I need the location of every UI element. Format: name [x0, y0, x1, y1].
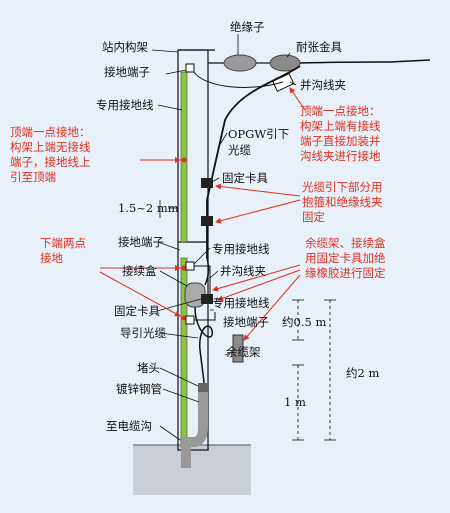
leader-spare-rack [224, 351, 234, 356]
mid-ground-jumper [194, 265, 211, 300]
ground-wire-upper [180, 71, 188, 243]
fixed-clamp-low [201, 294, 213, 304]
leader-lead-cable [159, 332, 199, 339]
label-ground-terminal-mid: 接地端子 [118, 235, 164, 249]
arrow-top-right [289, 87, 306, 111]
galvanized-pipe [180, 390, 208, 447]
label-parallel-clamp-mid: 并沟线夹 [220, 264, 266, 278]
label-opgw-down: OPGW引下 光缆 [228, 127, 290, 157]
label-lead-cable: 导引光缆 [120, 326, 166, 340]
note-top-single-ground-left: 顶端一点接地： 构架上端无接线 端子，接地线上 引至顶端 [10, 125, 91, 184]
note-top-single-ground-right: 顶端一点接地： 构架上端有接线 端子直接加装并 沟线夹进行接地 [300, 104, 381, 163]
leader-splice [159, 270, 188, 287]
label-dim-2: 约2 m [346, 366, 380, 380]
label-dim-1-5-2: 1.5~2 mm [118, 201, 179, 215]
low-ground-jumper [194, 312, 216, 321]
label-station-frame: 站内构架 [102, 40, 148, 54]
label-fixed-clamp-top: 固定卡具 [222, 171, 268, 185]
fixed-clamp-top [201, 178, 213, 188]
leader-tension [286, 52, 291, 58]
note-bottom-two-point: 下端两点 接地 [40, 236, 86, 265]
label-tension-fitting: 耐张金具 [296, 40, 342, 54]
note-spare-rack: 余缆架、接续盒 用固定卡具加绝 缘橡胶进行固定 [305, 236, 386, 280]
ground-block [133, 445, 251, 495]
label-galvanized-pipe: 镀锌钢管 [116, 382, 162, 396]
opgw-down-cable [206, 65, 301, 258]
label-spare-rack: 余缆架 [226, 345, 261, 359]
arrow-cable-down-2 [215, 199, 301, 224]
leader-station-frame [151, 49, 179, 53]
arrow-spare-3 [243, 274, 301, 341]
label-dedicated-ground-top: 专用接地线 [96, 98, 154, 112]
leader-trench [159, 425, 181, 441]
leader-fixed-clamp-low [156, 298, 202, 312]
top-ground-jumper [193, 71, 284, 88]
overhead-cable [299, 59, 431, 64]
insulator-body [223, 54, 257, 72]
leader-clamp-mid [209, 270, 219, 279]
label-plug: 堵头 [137, 361, 160, 375]
arrow-spare-1 [212, 264, 301, 292]
fixed-clamp-mid [201, 216, 213, 226]
label-dedicated-ground-mid: 专用接地线 [212, 242, 270, 256]
label-dedicated-ground-low: 专用接地线 [212, 296, 270, 310]
label-dim-0-5: 约0.5 m [282, 315, 327, 329]
leader-gw-mid [193, 247, 211, 265]
arrow-bottom-two-2 [99, 271, 181, 317]
leader-pipe [162, 388, 200, 403]
arrow-cable-down-1 [215, 183, 301, 197]
leader-plug [159, 367, 199, 387]
label-splice-box: 接续盒 [122, 264, 157, 278]
arrow-spare-2 [217, 269, 301, 302]
spare-rack-body [232, 334, 244, 363]
leader-terminal-top [165, 69, 187, 75]
label-insulator: 绝缘子 [230, 20, 265, 34]
label-ground-terminal-low: 接地端子 [223, 315, 269, 329]
ground-terminal-mid [185, 261, 195, 271]
leader-ground-wire-top [157, 104, 183, 111]
ground-point-upper [181, 157, 187, 163]
label-parallel-clamp-top: 并沟线夹 [300, 78, 346, 92]
leader-opgw [217, 132, 228, 149]
leader-clamp-top [289, 81, 297, 86]
pipe-plug [198, 383, 208, 392]
lead-cable-path [194, 306, 213, 391]
cable-to-splice [204, 257, 210, 286]
label-to-cable-trench: 至电缆沟 [106, 419, 152, 433]
leader-fixed-clamp-top [211, 177, 220, 183]
label-ground-terminal-top: 接地端子 [104, 65, 150, 79]
label-dim-1: 1 m [284, 395, 306, 409]
ground-terminal-top [185, 63, 195, 73]
ground-point-low [181, 315, 187, 321]
note-cable-down-section: 光缆引下部分用 抱箍和绝缘线夹 固定 [302, 180, 383, 224]
ground-point-mid [181, 265, 187, 271]
label-fixed-clamp-low: 固定卡具 [114, 304, 160, 318]
ground-terminal-low [185, 315, 195, 325]
leader-terminal-mid [157, 241, 181, 251]
